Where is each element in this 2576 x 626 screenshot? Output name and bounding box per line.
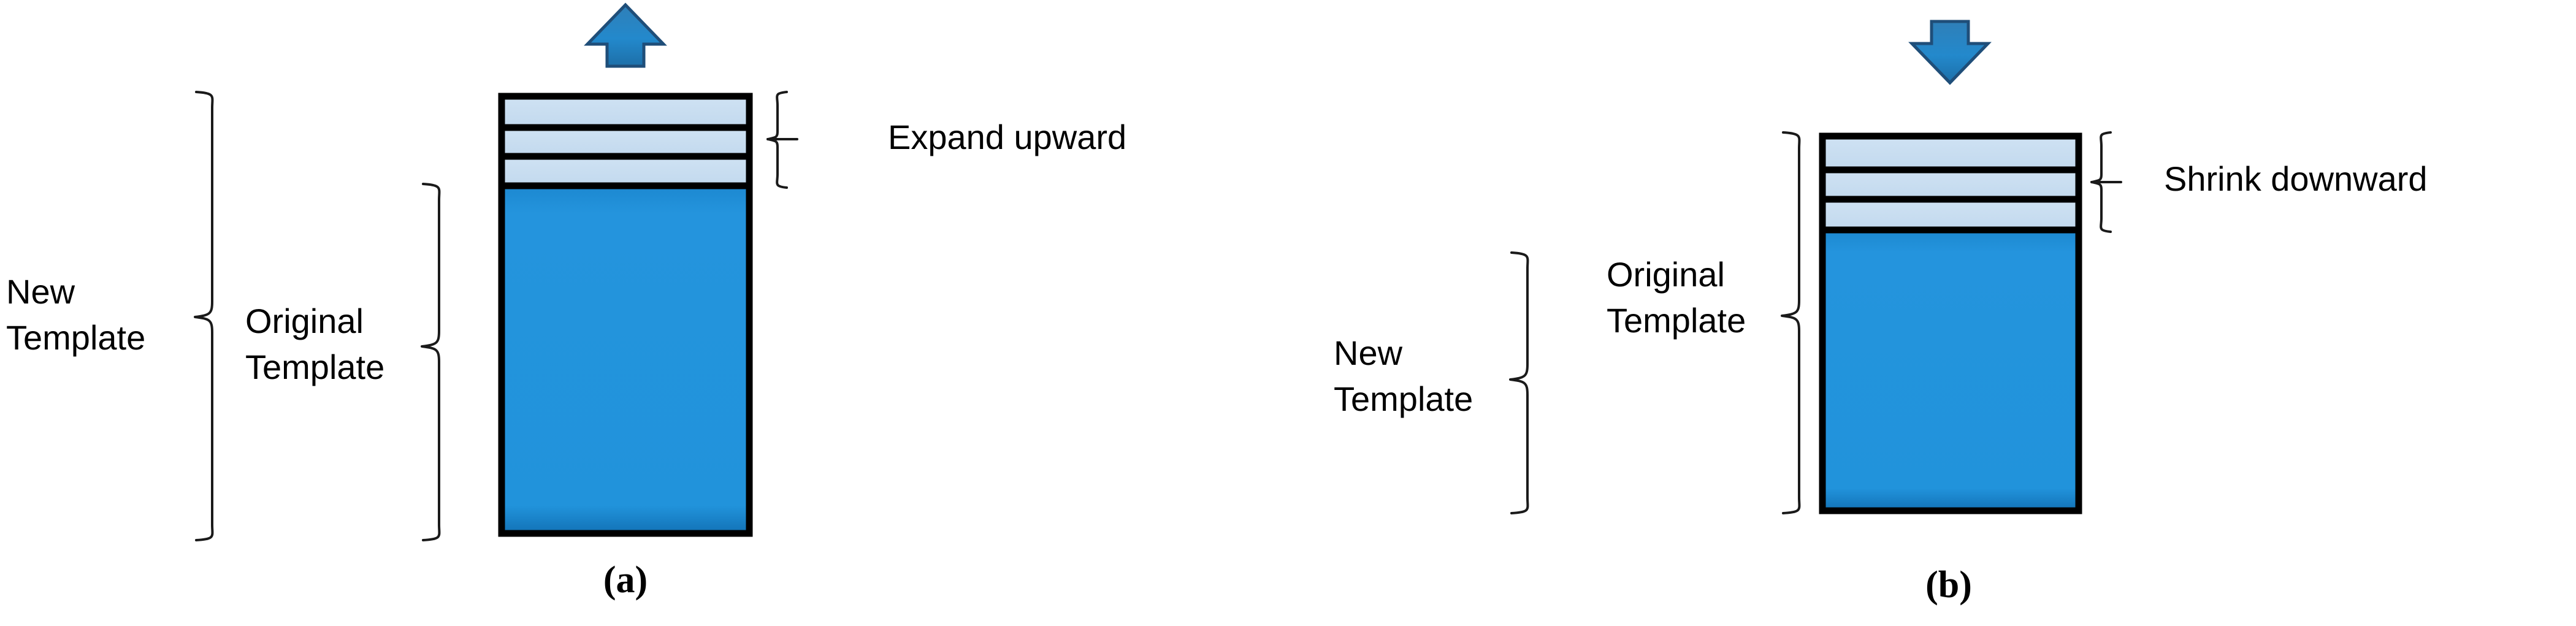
brace-original-template-b <box>1781 131 1801 514</box>
panel-b: Shrink downward Original Template New Te… <box>1334 20 2428 606</box>
label-shrink-downward: Shrink downward <box>2164 159 2428 198</box>
caption-panel-b: (b) <box>1925 564 1972 606</box>
label-new-template-b-line1: New <box>1334 334 1403 372</box>
template-body-a <box>498 182 753 537</box>
arrow-down-icon <box>1908 20 1992 85</box>
label-new-template-a-line2: Template <box>6 318 145 357</box>
label-original-template-b-line1: Original <box>1607 255 1725 294</box>
template-body-b <box>1819 226 2082 514</box>
label-new-template-a-line1: New <box>6 272 75 311</box>
label-original-template-b-line2: Template <box>1607 301 1746 340</box>
label-original-template-a-line2: Template <box>245 348 384 386</box>
label-original-template-a-line1: Original <box>245 302 364 340</box>
brace-new-template-b <box>1509 251 1529 514</box>
brace-expand-upward <box>766 91 798 189</box>
arrow-up-icon <box>584 2 667 68</box>
stripe-row-a-1 <box>498 93 753 131</box>
stripe-row-b-3 <box>1819 196 2082 234</box>
brace-shrink-downward <box>2090 131 2122 233</box>
label-new-template-b-line2: Template <box>1334 380 1473 418</box>
caption-panel-a: (a) <box>603 559 648 601</box>
stripe-row-a-3 <box>498 153 753 189</box>
brace-original-template-a <box>421 183 441 541</box>
template-block-b <box>1819 132 2082 514</box>
template-block-a <box>498 93 753 537</box>
panel-a: Expand upward New Template Original Temp… <box>6 2 1126 601</box>
brace-new-template-a <box>194 91 214 541</box>
label-expand-upward: Expand upward <box>888 118 1126 156</box>
stripe-row-b-1 <box>1819 132 2082 174</box>
stripe-row-b-2 <box>1819 166 2082 203</box>
stripe-row-a-2 <box>498 124 753 160</box>
